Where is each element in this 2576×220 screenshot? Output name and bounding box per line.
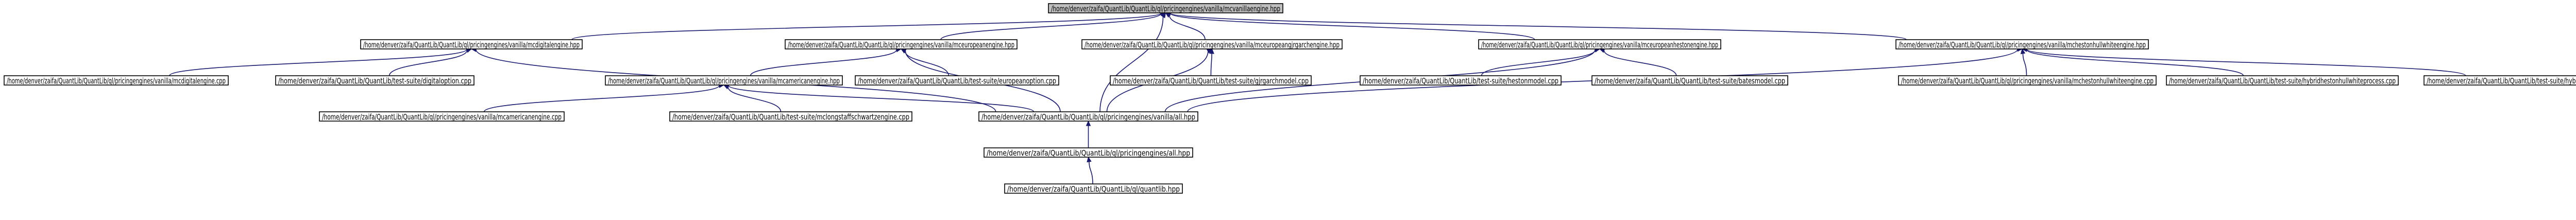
node-label: /home/denver/zaifa/QuantLib/QuantLib/ql/… xyxy=(363,40,580,49)
graph-node-mcdigital-cpp[interactable]: /home/denver/zaifa/QuantLib/QuantLib/ql/… xyxy=(4,76,228,86)
edge-line xyxy=(728,86,1033,112)
graph-node-mchestonhw-hpp[interactable]: /home/denver/zaifa/QuantLib/QuantLib/ql/… xyxy=(1896,40,2148,49)
edge-mcdigital-hpp-to-mcdigital-cpp xyxy=(170,47,471,76)
nodes-layer: /home/denver/zaifa/QuantLib/QuantLib/ql/… xyxy=(4,4,2576,194)
edge-line xyxy=(1170,13,1906,40)
graph-node-gjrgarchmodel-cpp[interactable]: /home/denver/zaifa/QuantLib/QuantLib/tes… xyxy=(1110,76,1311,86)
graph-node-mcamerican-hpp[interactable]: /home/denver/zaifa/QuantLib/QuantLib/ql/… xyxy=(605,76,842,86)
edge-mchestonhw-hpp-to-hybridheston2-cpp xyxy=(2022,47,2466,76)
edge-mceuropeangj-hpp-to-gjrgarchmodel-cpp xyxy=(1210,49,1214,76)
edge-mcamerican-hpp-to-mcamerican-cpp xyxy=(484,83,724,112)
graph-node-pricing-all-hpp[interactable]: /home/denver/zaifa/QuantLib/QuantLib/ql/… xyxy=(984,148,1193,158)
graph-node-mceuropean-hpp[interactable]: /home/denver/zaifa/QuantLib/QuantLib/ql/… xyxy=(785,40,1017,49)
node-label: /home/denver/zaifa/QuantLib/QuantLib/ql/… xyxy=(7,76,226,86)
node-label: /home/denver/zaifa/QuantLib/QuantLib/tes… xyxy=(1363,76,1558,86)
node-label: /home/denver/zaifa/QuantLib/QuantLib/ql/… xyxy=(981,112,1195,122)
node-label: /home/denver/zaifa/QuantLib/QuantLib/ql/… xyxy=(987,148,1190,158)
node-label: /home/denver/zaifa/QuantLib/QuantLib/ql/… xyxy=(1899,40,2146,49)
node-label: /home/denver/zaifa/QuantLib/QuantLib/tes… xyxy=(2169,76,2396,86)
edges-layer xyxy=(170,11,2466,184)
graph-node-digitaloption-cpp[interactable]: /home/denver/zaifa/QuantLib/QuantLib/tes… xyxy=(276,76,474,86)
graph-node-mcdigital-hpp[interactable]: /home/denver/zaifa/QuantLib/QuantLib/ql/… xyxy=(361,40,582,49)
node-label: /home/denver/zaifa/QuantLib/QuantLib/ql/… xyxy=(1901,76,2154,86)
graph-node-hybridheston-cpp[interactable]: /home/denver/zaifa/QuantLib/QuantLib/tes… xyxy=(2166,76,2398,86)
edge-mcamerican-hpp-to-vanilla-all-hpp xyxy=(724,83,1033,112)
node-label: /home/denver/zaifa/QuantLib/QuantLib/tes… xyxy=(1595,76,1785,86)
graph-node-batesmodel-cpp[interactable]: /home/denver/zaifa/QuantLib/QuantLib/tes… xyxy=(1592,76,1788,86)
edge-pricing-all-hpp-to-quantlib-hpp xyxy=(1087,157,1093,184)
edge-mcamerican-hpp-to-longstaff-cpp xyxy=(724,85,781,112)
node-label: /home/denver/zaifa/QuantLib/QuantLib/ql/… xyxy=(1084,40,1340,49)
edge-root-to-mceuropeangj-hpp xyxy=(1166,13,1206,40)
edge-arrowhead xyxy=(1087,121,1091,126)
node-label: /home/denver/zaifa/QuantLib/QuantLib/ql/… xyxy=(788,40,1014,49)
graph-node-root[interactable]: /home/denver/zaifa/QuantLib/QuantLib/ql/… xyxy=(1048,4,1283,13)
node-label: /home/denver/zaifa/QuantLib/QuantLib/ql/… xyxy=(1051,4,1280,13)
edge-mceuropeanheston-hpp-to-batesmodel-cpp xyxy=(1600,48,1676,76)
graph-node-quantlib-hpp[interactable]: /home/denver/zaifa/QuantLib/QuantLib/ql/… xyxy=(1005,184,1182,194)
edge-line xyxy=(170,49,467,76)
graph-node-europeanoption-cpp[interactable]: /home/denver/zaifa/QuantLib/QuantLib/tes… xyxy=(855,76,1059,86)
edge-line xyxy=(1604,50,1676,76)
node-label: /home/denver/zaifa/QuantLib/QuantLib/tes… xyxy=(858,76,1056,86)
edge-arrowhead xyxy=(1087,157,1091,162)
edge-root-to-mceuropean-hpp xyxy=(941,11,1165,40)
edge-line xyxy=(572,13,1161,40)
graph-node-mchestonhw-cpp[interactable]: /home/denver/zaifa/QuantLib/QuantLib/ql/… xyxy=(1899,76,2156,86)
graph-node-mceuropeangj-hpp[interactable]: /home/denver/zaifa/QuantLib/QuantLib/ql/… xyxy=(1082,40,1342,49)
graph-node-vanilla-all-hpp[interactable]: /home/denver/zaifa/QuantLib/QuantLib/ql/… xyxy=(979,112,1198,122)
graph-node-hybridheston2-cpp[interactable]: /home/denver/zaifa/QuantLib/QuantLib/tes… xyxy=(2424,76,2576,86)
edge-mceuropeanheston-hpp-to-hestonmodel-cpp xyxy=(1482,48,1600,76)
edge-line xyxy=(1100,16,1163,112)
node-label: /home/denver/zaifa/QuantLib/QuantLib/ql/… xyxy=(322,112,562,122)
edge-line xyxy=(751,50,897,76)
edge-line xyxy=(941,13,1161,40)
edge-mceuropean-hpp-to-mcamerican-hpp xyxy=(751,48,901,76)
edge-line xyxy=(389,50,467,76)
edge-line xyxy=(1170,13,1534,40)
node-label: /home/denver/zaifa/QuantLib/QuantLib/tes… xyxy=(2427,76,2576,86)
node-label: /home/denver/zaifa/QuantLib/QuantLib/ql/… xyxy=(1481,40,1718,49)
edge-line xyxy=(2023,54,2026,76)
edge-line xyxy=(728,87,781,112)
edge-line xyxy=(1089,162,1093,184)
edge-line xyxy=(1211,54,1212,76)
edge-line xyxy=(2027,49,2243,76)
edge-line xyxy=(2027,49,2466,76)
graph-node-mceuropeanheston-hpp[interactable]: /home/denver/zaifa/QuantLib/QuantLib/ql/… xyxy=(1479,40,1721,49)
edge-line xyxy=(1482,50,1596,76)
edge-root-to-vanilla-all-hpp xyxy=(1100,13,1166,112)
node-label: /home/denver/zaifa/QuantLib/QuantLib/tes… xyxy=(278,76,471,86)
edge-vanilla-all-hpp-to-pricing-all-hpp xyxy=(1087,121,1091,148)
graph-node-longstaff-cpp[interactable]: /home/denver/zaifa/QuantLib/QuantLib/tes… xyxy=(670,112,912,122)
node-label: /home/denver/zaifa/QuantLib/QuantLib/ql/… xyxy=(1007,184,1180,194)
node-label: /home/denver/zaifa/QuantLib/QuantLib/ql/… xyxy=(608,76,840,86)
graph-node-mcamerican-cpp[interactable]: /home/denver/zaifa/QuantLib/QuantLib/ql/… xyxy=(319,112,564,122)
edge-root-to-mchestonhw-hpp xyxy=(1166,11,1907,40)
node-label: /home/denver/zaifa/QuantLib/QuantLib/tes… xyxy=(672,112,909,122)
edge-root-to-mcdigital-hpp xyxy=(572,11,1166,40)
edge-line xyxy=(484,86,719,112)
node-label: /home/denver/zaifa/QuantLib/QuantLib/tes… xyxy=(1113,76,1309,86)
edge-mchestonhw-hpp-to-mchestonhw-cpp xyxy=(2021,49,2027,76)
graph-node-hestonmodel-cpp[interactable]: /home/denver/zaifa/QuantLib/QuantLib/tes… xyxy=(1360,76,1561,86)
